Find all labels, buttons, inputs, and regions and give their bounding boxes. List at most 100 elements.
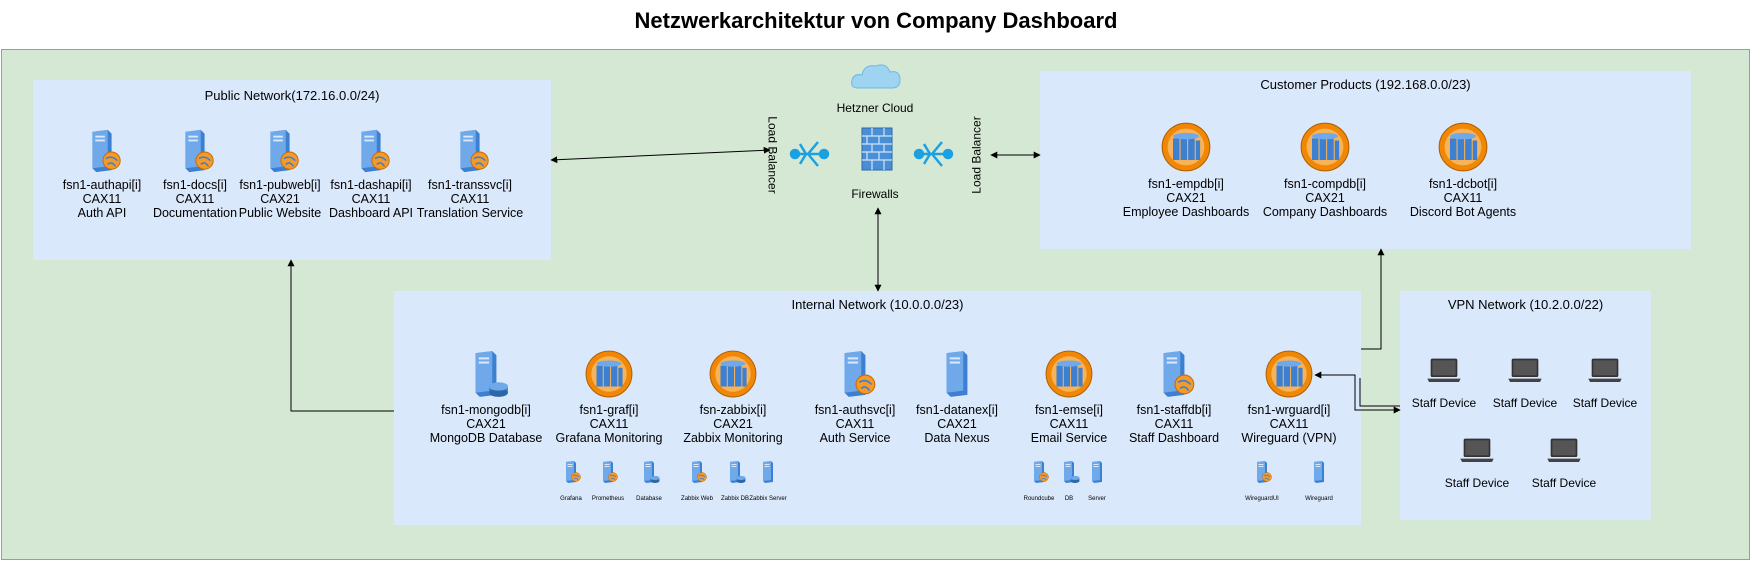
web-server-icon xyxy=(92,129,121,173)
server-rack-icon xyxy=(1300,122,1350,172)
node-name: fsn1-staffdb[i] xyxy=(1136,403,1212,417)
plain-server-icon xyxy=(1092,461,1102,483)
internal-to-public-link xyxy=(287,259,394,412)
public-to-loadbalancer-link xyxy=(550,146,771,164)
laptop-icon xyxy=(1588,358,1622,382)
firewall-icon xyxy=(861,127,893,171)
server-rack-icon xyxy=(1161,122,1211,172)
web-server-icon xyxy=(270,129,299,173)
node-desc: Auth Service xyxy=(819,431,891,445)
staff-device-node: Staff Device xyxy=(1379,352,1509,410)
sub-service-label: Zabbix Web xyxy=(681,496,713,502)
server-rack-icon xyxy=(585,350,633,398)
node-type: CAX11 xyxy=(835,417,875,431)
sub-service-node: Prometheus xyxy=(586,460,630,502)
load-balancer-left-icon xyxy=(789,141,830,167)
sub-service-node: Grafana xyxy=(549,460,593,502)
node-name: fsn1-transsvc[i] xyxy=(427,178,513,192)
node-name: fsn1-compdb[i] xyxy=(1284,177,1366,191)
sub-service-node: DB xyxy=(1047,460,1091,502)
sub-service-node: WireguardUI xyxy=(1240,460,1284,502)
node-name: fsn1-authapi[i] xyxy=(62,178,142,192)
database-server-icon xyxy=(1064,461,1080,483)
server-rack-icon xyxy=(1438,122,1488,172)
laptop-icon xyxy=(1547,438,1581,462)
node-name: fsn1-datanex[i] xyxy=(916,403,998,417)
node-desc: Discord Bot Agents xyxy=(1409,205,1517,219)
sub-service-label: Zabbix Server xyxy=(749,496,787,502)
node-type: CAX21 xyxy=(1305,191,1345,205)
web-server-icon xyxy=(1257,461,1272,483)
node-type: CAX11 xyxy=(450,192,490,206)
node-name: fsn1-authsvc[i] xyxy=(814,403,896,417)
node-name: fsn1-docs[i] xyxy=(163,178,227,192)
node-type: CAX11 xyxy=(1049,417,1089,431)
wireguard-to-vpn-link xyxy=(1314,371,1401,414)
plain-server-icon xyxy=(946,351,968,397)
web-server-icon xyxy=(361,129,390,173)
web-server-icon xyxy=(1163,351,1195,397)
node-desc: MongoDB Database xyxy=(429,431,543,445)
public-network-title: Public Network(172.16.0.0/24) xyxy=(204,88,380,103)
node-name: fsn1-pubweb[i] xyxy=(239,178,321,192)
staff-device-node: Staff Device xyxy=(1540,352,1670,410)
node-type: CAX11 xyxy=(351,192,391,206)
internal-network-title: Internal Network (10.0.0.0/23) xyxy=(791,297,964,312)
node-desc: Staff Dashboard xyxy=(1128,431,1220,445)
node-name: fsn1-dcbot[i] xyxy=(1428,177,1498,191)
node-desc: Dashboard API xyxy=(328,206,414,220)
vpn-network-title: VPN Network (10.2.0.0/22) xyxy=(1447,297,1604,312)
staff-device-label: Staff Device xyxy=(1572,396,1638,410)
staff-device-node: Staff Device xyxy=(1412,432,1542,490)
internal-to-customer-link xyxy=(1361,248,1385,350)
node-type: CAX21 xyxy=(1166,191,1206,205)
database-server-icon xyxy=(730,461,746,483)
sub-service-label: Grafana xyxy=(560,496,582,502)
node-name: fsn1-emse[i] xyxy=(1034,403,1104,417)
node-type: CAX11 xyxy=(589,417,629,431)
sub-service-label: Server xyxy=(1088,496,1106,502)
sub-service-label: Wireguard xyxy=(1305,496,1333,502)
sub-service-node: Wireguard xyxy=(1297,460,1341,502)
sub-service-node: Zabbix Server xyxy=(746,460,790,502)
server-rack-icon xyxy=(1265,350,1313,398)
sub-service-label: Prometheus xyxy=(591,496,625,502)
laptop-icon xyxy=(1460,438,1494,462)
node-desc: Auth API xyxy=(77,206,127,220)
staff-device-label: Staff Device xyxy=(1411,396,1477,410)
internal-network-group: Internal Network (10.0.0.0/23) xyxy=(394,291,1361,525)
node-type: CAX11 xyxy=(1443,191,1483,205)
staff-device-label: Staff Device xyxy=(1492,396,1558,410)
server-rack-icon xyxy=(1045,350,1093,398)
hetzner-cloud-label: Hetzner Cloud xyxy=(836,101,914,115)
plain-server-icon xyxy=(1314,461,1324,483)
node-desc: Grafana Monitoring xyxy=(555,431,663,445)
node-desc: Documentation xyxy=(152,206,238,220)
node-type: CAX11 xyxy=(175,192,215,206)
web-server-icon xyxy=(844,351,876,397)
node-type: CAX11 xyxy=(1269,417,1309,431)
node-desc: Company Dashboards xyxy=(1262,205,1388,219)
laptop-icon xyxy=(1508,358,1542,382)
customer-products-group: Customer Products (192.168.0.0/23) xyxy=(1040,71,1691,249)
customer-products-title: Customer Products (192.168.0.0/23) xyxy=(1260,77,1471,92)
staff-device-node: Staff Device xyxy=(1460,352,1590,410)
sub-service-label: Database xyxy=(636,496,662,502)
node-name: fsn1-graf[i] xyxy=(579,403,639,417)
node-desc: Email Service xyxy=(1030,431,1108,445)
sub-service-node: Server xyxy=(1075,460,1119,502)
web-server-icon xyxy=(566,461,581,483)
sub-service-node: Zabbix DB xyxy=(713,460,757,502)
plain-server-icon xyxy=(763,461,773,483)
node-type: CAX21 xyxy=(713,417,753,431)
